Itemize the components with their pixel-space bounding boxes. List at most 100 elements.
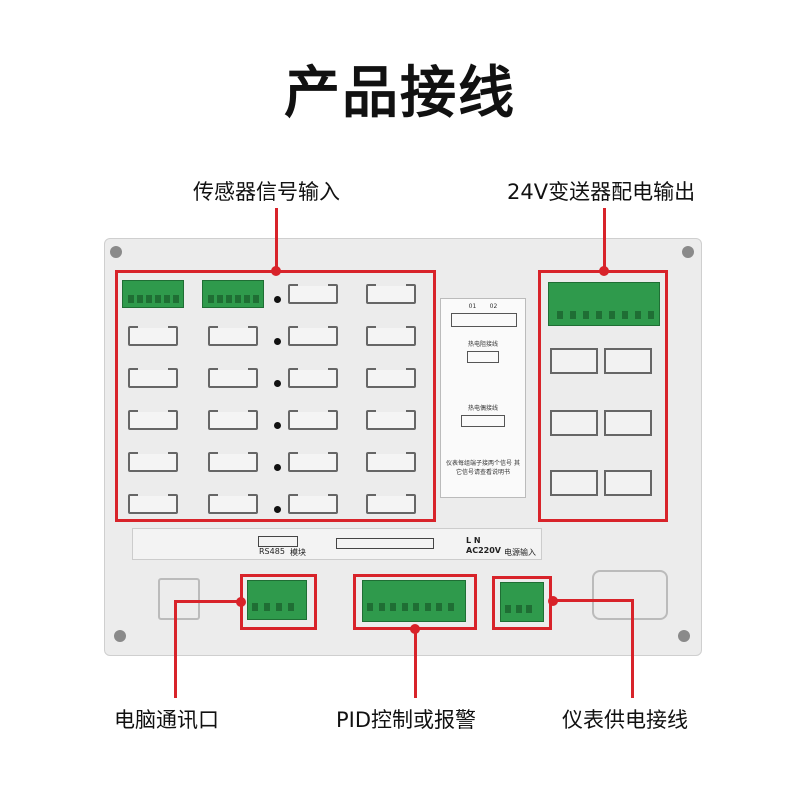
transmitter-slot bbox=[550, 348, 598, 374]
pid-terminal-marks bbox=[336, 538, 434, 549]
terminal-pin bbox=[367, 603, 373, 611]
terminal-pin bbox=[622, 311, 628, 319]
sensor-slot bbox=[128, 325, 178, 346]
module-label: 模块 bbox=[290, 548, 306, 557]
terminal-pin bbox=[252, 603, 258, 611]
terminal-label-strip bbox=[132, 528, 542, 560]
callout-hline-pc bbox=[174, 600, 242, 603]
highlight-meter-power bbox=[492, 576, 552, 630]
transmitter-slot bbox=[604, 410, 652, 436]
divider-dot bbox=[274, 422, 281, 429]
terminal-pin bbox=[447, 603, 454, 611]
divider-dot bbox=[274, 338, 281, 345]
sensor-slot bbox=[366, 283, 416, 304]
terminal-pin bbox=[173, 295, 179, 303]
terminal-pin bbox=[164, 295, 170, 303]
terminal-pin bbox=[424, 603, 431, 611]
sensor-slot bbox=[366, 325, 416, 346]
rs485-label: RS485 bbox=[259, 547, 285, 556]
sticker-terminal-row bbox=[451, 313, 517, 327]
comm-port-cover bbox=[158, 578, 200, 620]
callout-line-sensor bbox=[275, 208, 278, 272]
ac-sub-label: 电源输入 bbox=[504, 548, 536, 557]
sensor-slot bbox=[366, 451, 416, 472]
sensor-slot bbox=[366, 367, 416, 388]
wiring-sticker: 01 02 热电阻接线 热电偶接线 仪表每组端子接两个信号 其它信号请查看说明书 bbox=[440, 298, 526, 498]
terminal-pin bbox=[226, 295, 232, 303]
terminal-pin bbox=[583, 311, 589, 319]
terminal-pin bbox=[515, 605, 522, 613]
terminal-pin bbox=[208, 295, 214, 303]
terminal-pin bbox=[609, 311, 615, 319]
terminal-pin bbox=[217, 295, 223, 303]
divider-dot bbox=[274, 296, 281, 303]
callout-vline-power bbox=[631, 599, 634, 698]
sensor-slot bbox=[208, 451, 258, 472]
sensor-slot bbox=[208, 325, 258, 346]
sensor-slot bbox=[288, 325, 338, 346]
sensor-slot bbox=[208, 367, 258, 388]
terminal-pin bbox=[596, 311, 602, 319]
callout-dot-transmitter bbox=[599, 266, 609, 276]
ac-label: AC220V bbox=[466, 546, 501, 555]
sensor-slot bbox=[288, 451, 338, 472]
transmitter-slot bbox=[550, 410, 598, 436]
terminal-pin bbox=[244, 295, 250, 303]
rs485-terminal-marks bbox=[258, 536, 298, 547]
sensor-slot bbox=[366, 493, 416, 514]
label-meter-power: 仪表供电接线 bbox=[562, 708, 688, 732]
sensor-slot bbox=[288, 493, 338, 514]
terminal-pin bbox=[155, 295, 161, 303]
label-pc-comm: 电脑通讯口 bbox=[114, 708, 219, 732]
callout-hline-power bbox=[552, 599, 634, 602]
sensor-terminal-block bbox=[202, 280, 264, 308]
mount-hole bbox=[678, 630, 690, 642]
terminal-pin bbox=[413, 603, 419, 611]
mount-hole bbox=[114, 630, 126, 642]
divider-dot bbox=[274, 380, 281, 387]
sensor-slot bbox=[366, 409, 416, 430]
label-pid-alarm: PID控制或报警 bbox=[336, 708, 477, 732]
sticker-diagram-1 bbox=[467, 351, 499, 363]
highlight-sensor-input bbox=[115, 270, 436, 522]
terminal-pin bbox=[288, 603, 294, 611]
power-window bbox=[592, 570, 668, 620]
divider-dot bbox=[274, 464, 281, 471]
divider-dot bbox=[274, 506, 281, 513]
terminal-pin bbox=[401, 603, 408, 611]
terminal-pin bbox=[570, 311, 576, 319]
terminal-pin bbox=[648, 311, 654, 319]
sensor-slot bbox=[128, 451, 178, 472]
highlight-pc-comm bbox=[240, 574, 317, 630]
terminal-pin bbox=[557, 311, 563, 319]
terminal-pin bbox=[378, 603, 385, 611]
terminal-pin bbox=[253, 295, 259, 303]
terminal-pin bbox=[264, 603, 270, 611]
sensor-slot bbox=[288, 367, 338, 388]
sensor-slot bbox=[208, 493, 258, 514]
mount-hole bbox=[682, 246, 694, 258]
terminal-pin bbox=[276, 603, 282, 611]
sticker-ch1: 01 bbox=[468, 303, 477, 310]
terminal-pin bbox=[128, 295, 134, 303]
sticker-line1: 热电阻接线 bbox=[467, 341, 498, 348]
callout-dot-sensor bbox=[271, 266, 281, 276]
terminal-pin bbox=[390, 603, 396, 611]
sticker-diagram-2 bbox=[461, 415, 505, 427]
callout-vline-pc bbox=[174, 600, 177, 698]
sensor-slot bbox=[128, 493, 178, 514]
terminal-pin bbox=[635, 311, 641, 319]
terminal-pin bbox=[436, 603, 442, 611]
ln-label: L N bbox=[466, 536, 481, 545]
sticker-note: 仪表每组端子接两个信号 其它信号请查看说明书 bbox=[446, 460, 520, 476]
transmitter-slot-grid bbox=[540, 270, 666, 522]
power-terminal-block bbox=[500, 582, 544, 622]
terminal-pin bbox=[526, 605, 533, 613]
pid-terminal-block bbox=[362, 580, 466, 622]
sensor-slot bbox=[128, 409, 178, 430]
label-sensor-input: 传感器信号输入 bbox=[193, 180, 340, 204]
terminal-pin bbox=[146, 295, 152, 303]
comm-terminal-block bbox=[247, 580, 307, 620]
sensor-slot bbox=[288, 409, 338, 430]
terminal-pin bbox=[235, 295, 241, 303]
